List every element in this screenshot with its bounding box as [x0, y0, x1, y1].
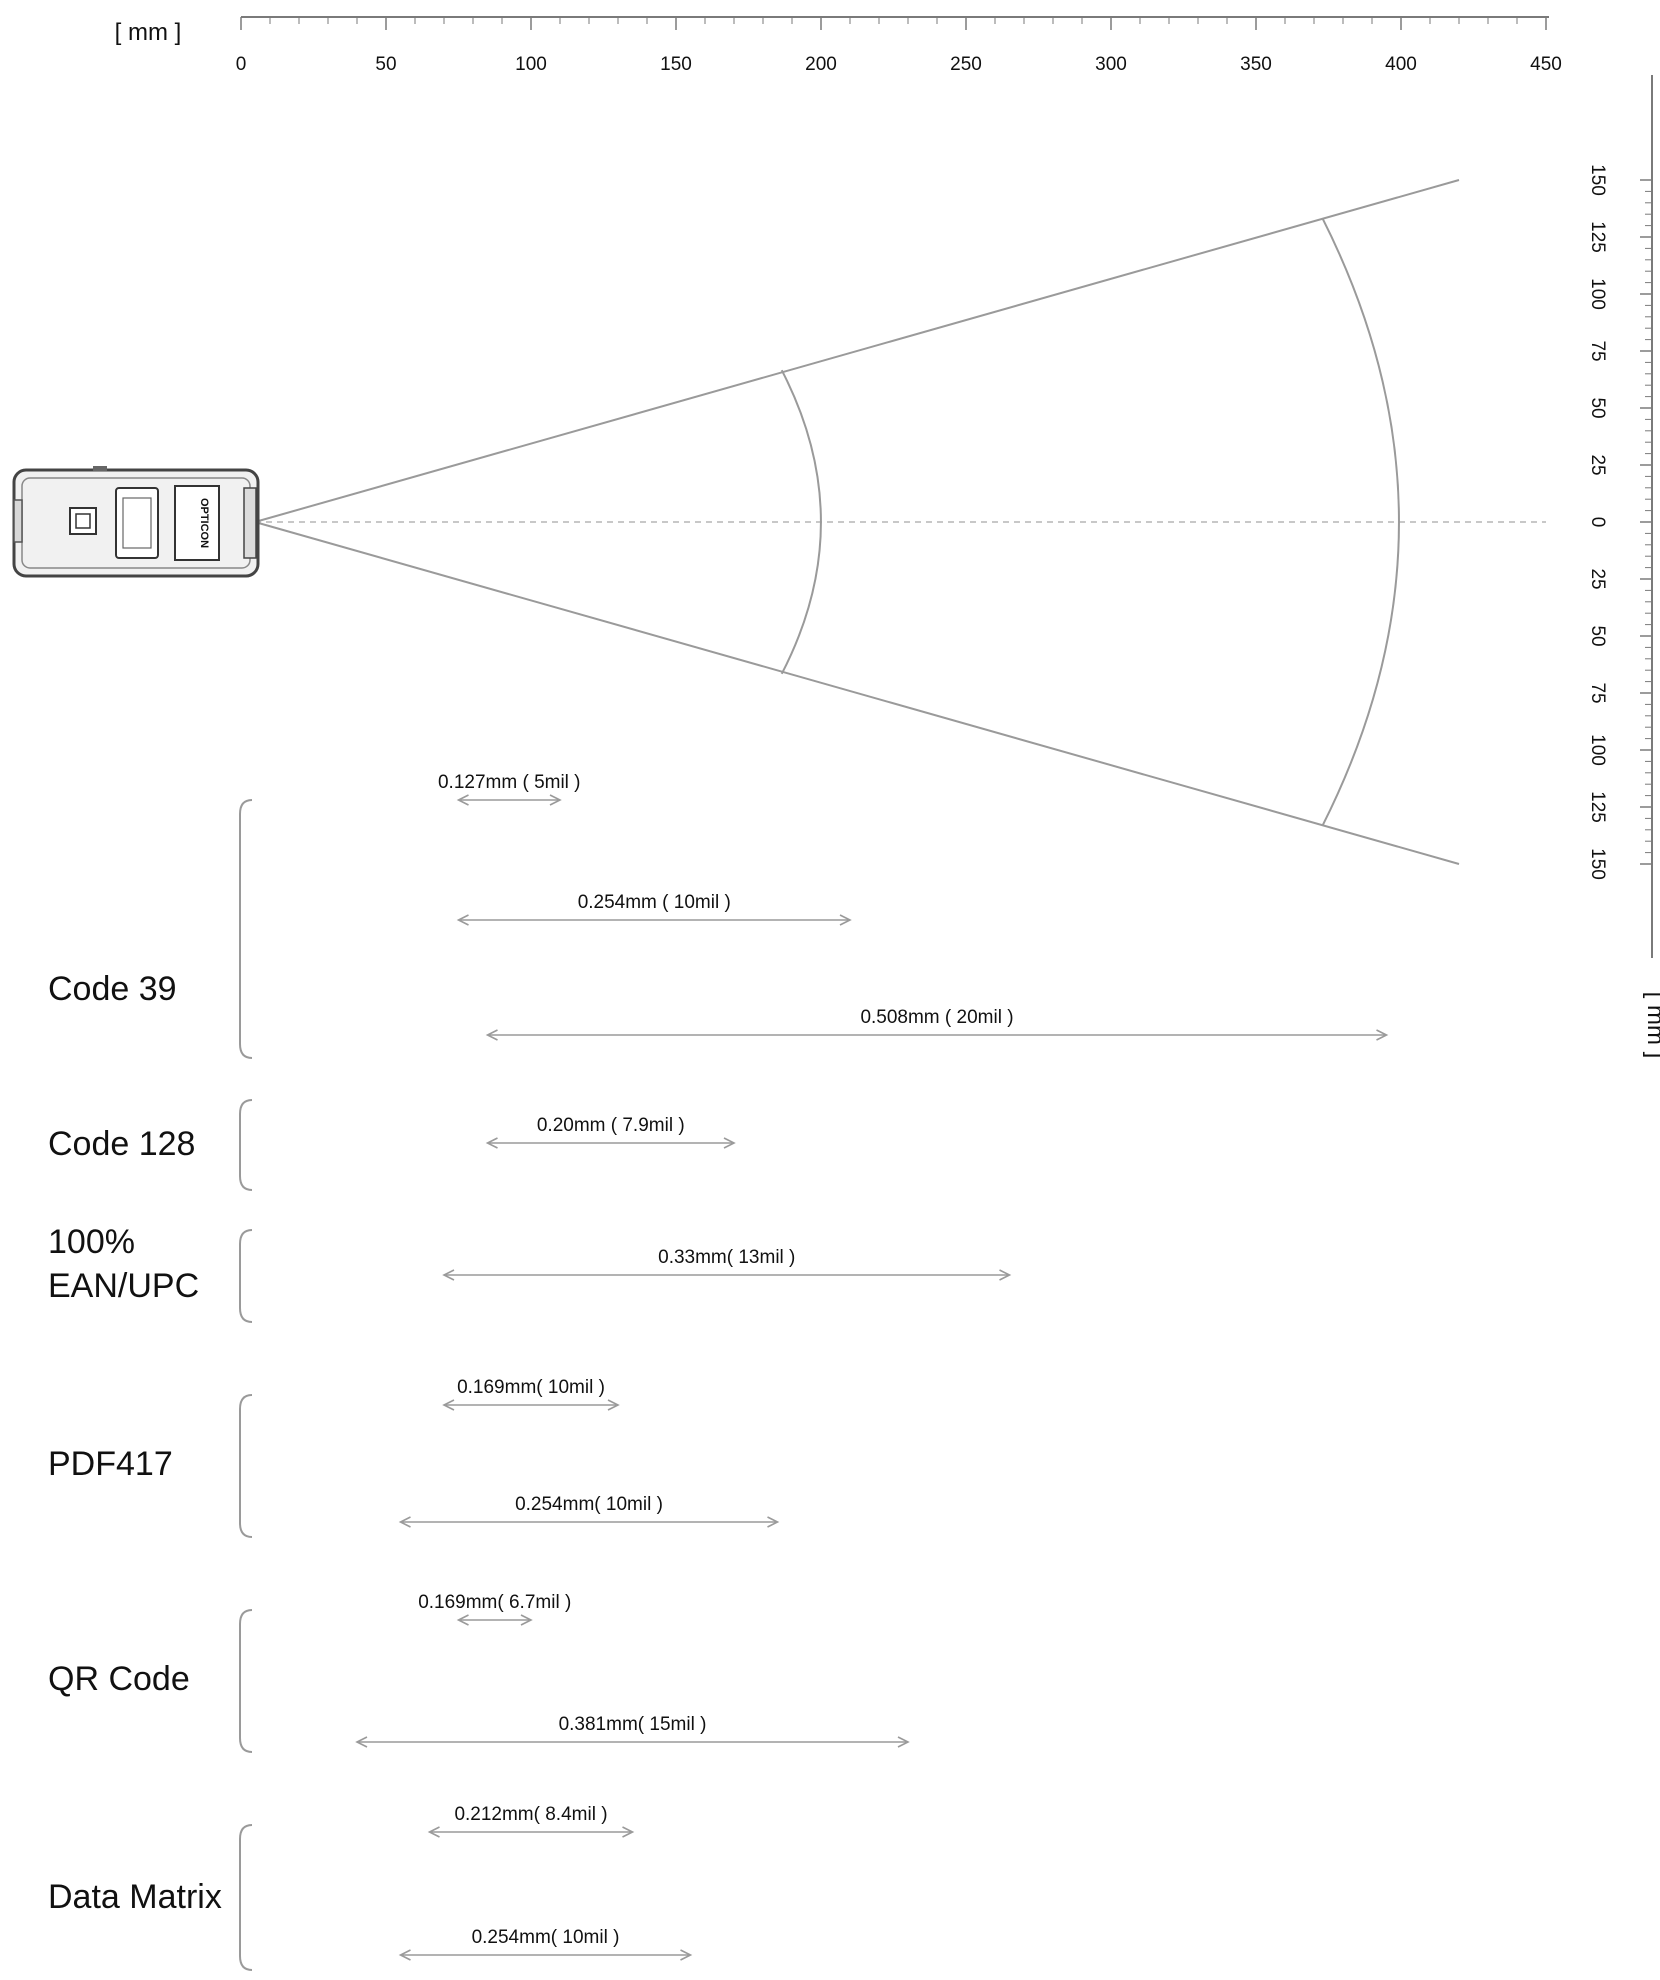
right-axis-tick-label: 0: [1587, 517, 1608, 528]
symbology-label: Code 39: [48, 970, 177, 1008]
scan-button-icon: [69, 507, 97, 535]
range-label: 0.127mm ( 5mil ): [438, 772, 581, 793]
symbology-label: QR Code: [48, 1660, 190, 1698]
range-label: 0.381mm( 15mil ): [559, 1714, 707, 1735]
symbology-label: Data Matrix: [48, 1878, 222, 1916]
range-label: 0.254mm( 10mil ): [515, 1494, 663, 1515]
device-brand-label: OPTICON: [198, 498, 210, 548]
range-label: 0.508mm ( 20mil ): [860, 1007, 1013, 1028]
range-arrow-head-left: [398, 1949, 411, 1961]
symbology-bracket: [239, 1824, 253, 1971]
right-axis-tick-label: 150: [1587, 848, 1608, 880]
top-axis-tick-label: 350: [1240, 54, 1272, 75]
symbology-group: 100% EAN/UPC 0.33mm( 13mil ): [48, 1223, 1012, 1323]
right-axis-tick-label: 150: [1587, 164, 1608, 196]
range-label: 0.254mm( 10mil ): [472, 1927, 620, 1948]
top-axis-tick-label: 0: [236, 54, 247, 75]
top-axis-tick-label: 450: [1530, 54, 1562, 75]
top-axis-tick-label: 50: [375, 54, 396, 75]
range-arrow-head-left: [442, 1269, 455, 1281]
symbology-group: Code 128 0.20mm ( 7.9mil ): [48, 1099, 736, 1191]
range-arrow-head-left: [456, 1614, 469, 1626]
right-axis-tick-label: 100: [1587, 278, 1608, 310]
device-display: [115, 487, 159, 559]
device-top-notch: [93, 466, 107, 471]
symbology-label-line: EAN/UPC: [48, 1267, 199, 1305]
range-label: 0.254mm ( 10mil ): [578, 892, 731, 913]
range-arrow-head-left: [355, 1736, 368, 1748]
symbology-bracket: [239, 799, 253, 1059]
range-arrow-head-right: [520, 1614, 533, 1626]
symbology-group: Code 39 0.127mm ( 5mil ) 0.254mm ( 10mil )…: [48, 772, 1389, 1059]
range-arrow-head-right: [839, 914, 852, 926]
symbology-bracket: [239, 1394, 253, 1538]
right-axis: [ mm ] 150 125 100 75 50 25 0 25 50 75 100 125 150: [1587, 75, 1660, 1058]
top-axis-tick-label: 150: [660, 54, 692, 75]
range-label: 0.212mm( 8.4mil ): [454, 1804, 607, 1825]
range-arrow-head-right: [999, 1269, 1012, 1281]
right-axis-tick-label: 75: [1587, 340, 1608, 361]
right-axis-tick-label: 50: [1587, 397, 1608, 418]
top-axis-tick-label: 300: [1095, 54, 1127, 75]
fov-upper-edge: [254, 179, 1460, 523]
right-axis-tick-label: 25: [1587, 568, 1608, 589]
right-axis-tick-label: 100: [1587, 734, 1608, 766]
top-axis-tick-label: 100: [515, 54, 547, 75]
top-axis-tick-label: 250: [950, 54, 982, 75]
range-arrow-head-left: [485, 1137, 498, 1149]
right-axis-tick-label: 125: [1587, 791, 1608, 823]
top-axis-tick-label: 200: [805, 54, 837, 75]
range-arrow-head-right: [549, 794, 562, 806]
right-axis-unit: [ mm ]: [1642, 992, 1660, 1059]
symbology-groups: Code 39 0.127mm ( 5mil ) 0.254mm ( 10mil )…: [48, 772, 1389, 1971]
fov-range-arc: [780, 369, 822, 675]
device-scan-window: [243, 487, 257, 559]
symbology-label-line: 100%: [48, 1223, 135, 1261]
range-label: 0.20mm ( 7.9mil ): [537, 1115, 685, 1136]
scanner-device: OPTICON: [12, 466, 260, 578]
right-axis-tick-label: 50: [1587, 625, 1608, 646]
right-axis-tick-label: 75: [1587, 682, 1608, 703]
scan-button-inner: [75, 513, 91, 529]
range-arrow-head-right: [607, 1399, 620, 1411]
right-axis-tick-label: 125: [1587, 221, 1608, 253]
range-arrow-head-left: [398, 1516, 411, 1528]
symbology-label: Code 128: [48, 1125, 195, 1163]
range-arrow-head-left: [456, 794, 469, 806]
symbology-label: 100% EAN/UPC: [48, 1223, 199, 1305]
symbology-bracket: [239, 1609, 253, 1753]
range-arrow-head-left: [456, 914, 469, 926]
range-arrow-head-left: [485, 1029, 498, 1041]
top-axis: [ mm ] 0 50 100 150 200 250 300 350 400 450: [115, 16, 1562, 75]
range-arrow-head-right: [622, 1826, 635, 1838]
device-side-clip: [13, 499, 23, 543]
range-arrow-head-right: [767, 1516, 780, 1528]
right-axis-tick-label: 25: [1587, 454, 1608, 475]
range-arrow-head-right: [1376, 1029, 1389, 1041]
range-label: 0.33mm( 13mil ): [658, 1247, 795, 1268]
symbology-bracket: [239, 1229, 253, 1323]
range-label: 0.169mm( 10mil ): [457, 1377, 605, 1398]
symbology-group: Data Matrix 0.212mm( 8.4mil ) 0.254mm( 10m…: [48, 1804, 693, 1971]
symbology-bracket: [239, 1099, 253, 1191]
fov-lower-edge: [254, 521, 1460, 865]
range-label: 0.169mm( 6.7mil ): [418, 1592, 571, 1613]
fov-range-arc: [1321, 217, 1400, 827]
range-arrow-head-left: [442, 1399, 455, 1411]
range-arrow-head-right: [680, 1949, 693, 1961]
top-axis-unit: [ mm ]: [115, 19, 182, 46]
range-arrow-head-left: [427, 1826, 440, 1838]
symbology-label: PDF417: [48, 1445, 173, 1483]
range-arrow-head-right: [723, 1137, 736, 1149]
symbology-group: PDF417 0.169mm( 10mil ) 0.254mm( 10mil ): [48, 1377, 780, 1538]
device-display-inner: [122, 497, 152, 549]
top-axis-tick-label: 400: [1385, 54, 1417, 75]
symbology-group: QR Code 0.169mm( 6.7mil ) 0.381mm( 15mil ): [48, 1592, 910, 1753]
device-label-plate: [174, 485, 220, 561]
field-of-view: [254, 179, 1546, 865]
range-arrow-head-right: [897, 1736, 910, 1748]
